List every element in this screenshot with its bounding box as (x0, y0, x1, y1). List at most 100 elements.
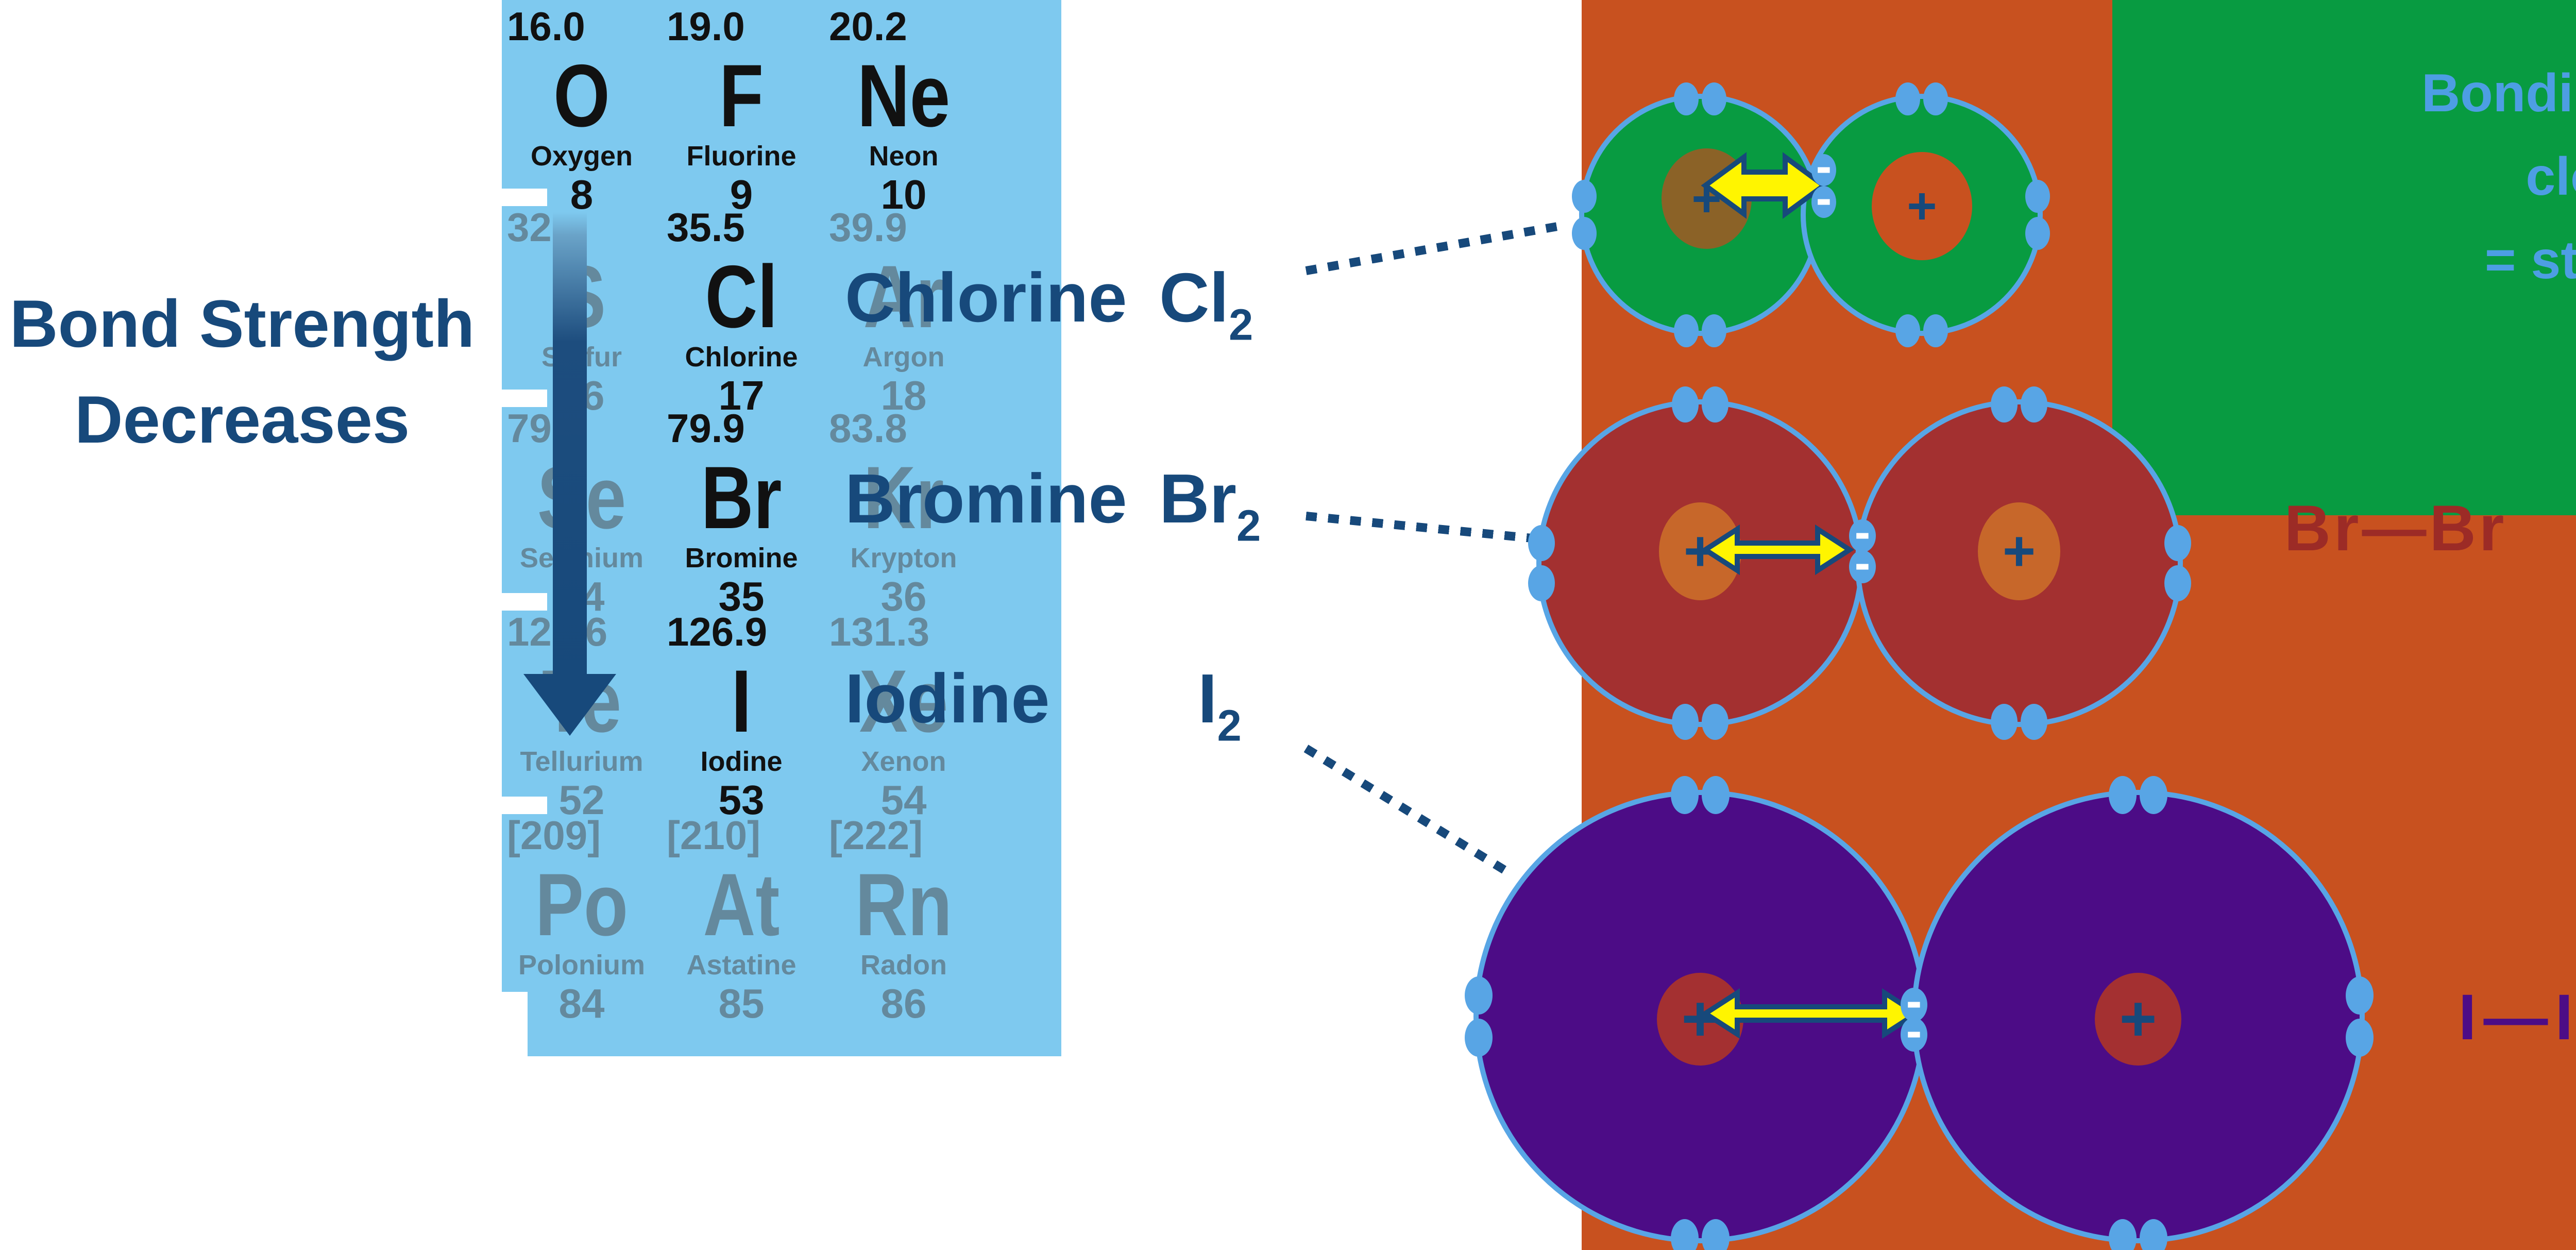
attraction-arrow-bromine-icon (1700, 524, 1855, 576)
element-symbol: F (719, 46, 764, 145)
bonding-pair-electron: - (1849, 509, 1876, 556)
electron (2109, 1219, 2137, 1250)
electron (2109, 776, 2137, 814)
element-name: Polonium (518, 950, 645, 981)
bonding-pair-electron: - (1901, 977, 1927, 1025)
element-symbol: Kr (863, 448, 944, 547)
element-cell-iodine: 126.9 I Iodine 53 (662, 609, 821, 821)
chlorine-nucleus-right: + (1872, 152, 1972, 260)
element-number: 86 (880, 981, 927, 1026)
label-iodine: Iodine (845, 661, 1050, 736)
element-number: 10 (880, 172, 927, 217)
element-cell-argon: 39.9 Ar Argon 18 (824, 205, 984, 416)
element-mass: 126.9 (667, 609, 768, 654)
periodic-table-panel (502, 0, 1061, 1056)
element-cell-krypton: 83.8 Kr Krypton 36 (824, 406, 984, 617)
electron (2346, 1019, 2374, 1057)
element-cell-astatine: [210] At Astatine 85 (662, 813, 821, 1024)
electron (1672, 386, 1699, 423)
minus-icon: - (1854, 537, 1871, 589)
formula-cl2: Cl2 (1159, 260, 1253, 363)
element-mass: [210] (667, 813, 761, 858)
minus-icon: - (1816, 172, 1832, 225)
formula-subscript: 2 (1229, 300, 1253, 350)
electron (1895, 82, 1920, 115)
element-name: Bromine (685, 543, 798, 573)
formula-i2: I2 (1198, 661, 1242, 764)
element-mass: 83.8 (829, 406, 907, 451)
label-bromine: Bromine (845, 461, 1127, 536)
element-number: 17 (718, 373, 765, 418)
electron (1671, 776, 1699, 814)
element-cell-chlorine: 35.5 Cl Chlorine 17 (662, 205, 821, 416)
electron (1702, 776, 1730, 814)
bonding-pair-electron: - (1901, 1007, 1927, 1055)
panel-edge-notch (502, 992, 528, 1056)
element-mass: 19.0 (667, 4, 745, 49)
label-chlorine: Chlorine (845, 260, 1127, 335)
formula-br2: Br2 (1159, 461, 1261, 564)
element-name: Radon (860, 950, 947, 981)
element-number: 35 (718, 573, 765, 619)
annotation-line: closer to nucleus (2526, 147, 2576, 207)
element-symbol: Ne (857, 46, 951, 145)
element-symbol: Br (701, 448, 782, 547)
electron (1702, 704, 1728, 740)
label-chlorine-name: Chlorine (845, 259, 1127, 336)
element-number: 9 (730, 172, 753, 217)
label-iodine-name: Iodine (845, 660, 1050, 737)
annotation-line: Bonding pair of electrons (2421, 63, 2576, 123)
bonding-pair-electron: - (1811, 172, 1836, 225)
formula-subscript: 2 (1236, 501, 1261, 551)
heading-line-1: Bond Strength (9, 286, 475, 361)
element-number: 54 (880, 777, 927, 823)
down-arrow-icon (523, 674, 616, 736)
annotation-line: = stronger attraction (2484, 230, 2576, 290)
electron (2346, 976, 2374, 1015)
bromine-nucleus-right: + (1978, 502, 2060, 600)
element-name: Fluorine (686, 141, 796, 172)
electron (1895, 314, 1920, 347)
electron (1923, 82, 1948, 115)
electron (2025, 180, 2050, 213)
element-cell-oxygen: 16.0 O Oxygen 8 (502, 4, 662, 215)
formula-symbol: Cl (1159, 259, 1229, 336)
element-symbol: Ar (863, 247, 944, 346)
bond-label-br-br: Br—Br (2284, 493, 2507, 564)
electron (1572, 180, 1597, 213)
dotted-line-bromine (1306, 512, 1540, 544)
formula-subscript: 2 (1217, 701, 1242, 751)
dotted-line-chlorine (1305, 221, 1566, 275)
element-cell-radon: [222] Rn Radon 86 (824, 813, 984, 1024)
electron (2021, 704, 2047, 740)
dotted-line-iodine (1303, 745, 1515, 879)
electron (2025, 217, 2050, 250)
electron (2021, 386, 2047, 423)
bond-strength-arrow-stem (553, 212, 587, 675)
electron (2140, 1219, 2167, 1250)
iodine-nucleus-right: + (2095, 973, 2181, 1066)
element-name: Argon (862, 342, 945, 373)
panel-edge-notch (502, 390, 547, 407)
element-mass: 16.0 (507, 4, 585, 49)
electron (1672, 704, 1699, 740)
electron (1991, 704, 2018, 740)
element-symbol: O (553, 46, 610, 145)
element-number: 85 (718, 981, 765, 1026)
formula-symbol: I (1198, 660, 1217, 737)
element-number: 53 (718, 777, 765, 823)
electron (1702, 314, 1726, 347)
element-cell-fluorine: 19.0 F Fluorine 9 (662, 4, 821, 215)
panel-edge-notch (502, 189, 547, 206)
element-symbol: Rn (855, 855, 953, 954)
element-name: Neon (869, 141, 939, 172)
formula-symbol: Br (1159, 460, 1237, 537)
electron (1674, 82, 1699, 115)
element-symbol: Xe (859, 652, 948, 751)
electron (2164, 525, 2191, 561)
element-mass: 35.5 (667, 205, 745, 250)
element-mass: 20.2 (829, 4, 907, 49)
electron (1671, 1219, 1699, 1250)
bond-label-i-i: I—I (2458, 982, 2576, 1053)
